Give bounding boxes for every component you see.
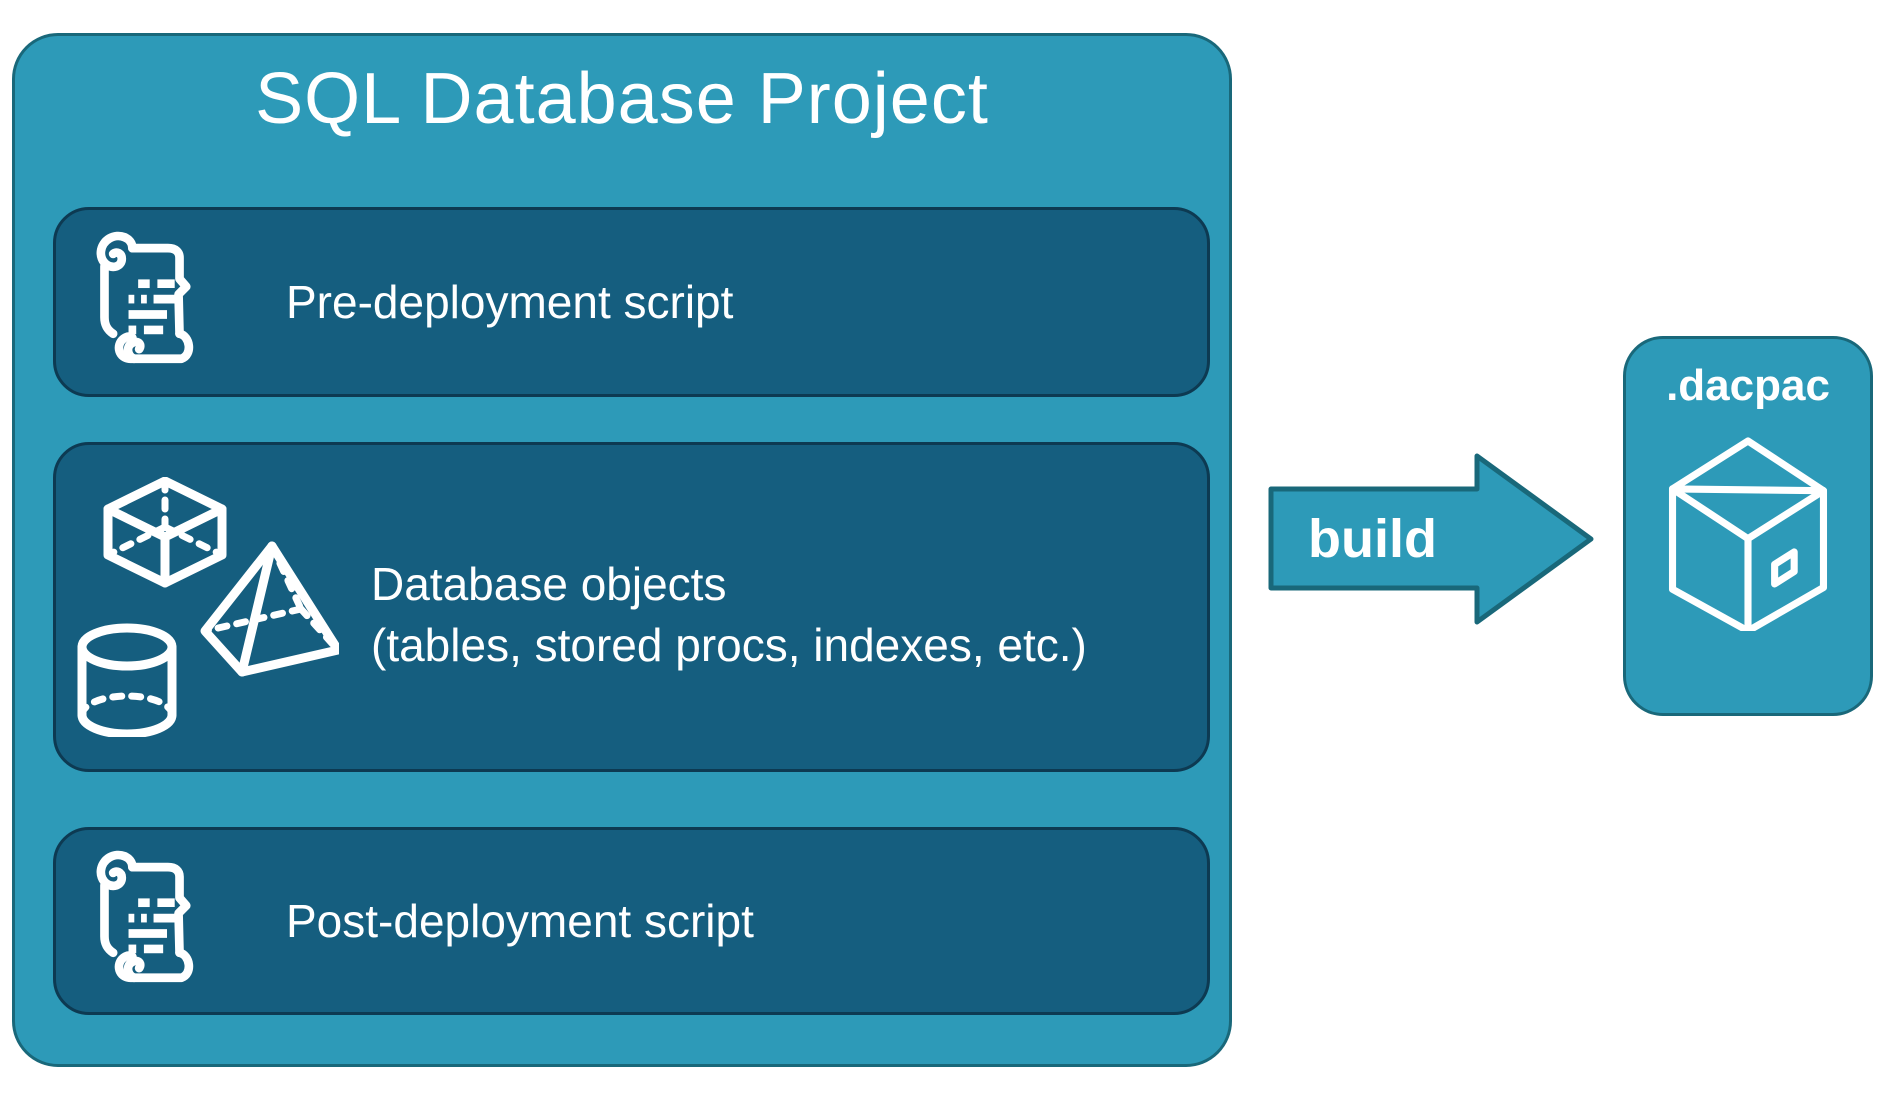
build-arrow [1268, 453, 1594, 625]
dacpac-box: .dacpac [1623, 336, 1873, 716]
scroll-icon [78, 845, 206, 997]
database-objects-label: Database objects [371, 558, 727, 611]
post-deployment-box: Post-deployment script [53, 827, 1210, 1015]
pre-deployment-box: Pre-deployment script [53, 207, 1210, 397]
post-deployment-label: Post-deployment script [286, 894, 754, 947]
database-objects-box: Database objects (tables, stored procs, … [53, 442, 1210, 772]
database-shapes-icon [77, 477, 339, 737]
database-objects-labels: Database objects (tables, stored procs, … [371, 538, 1087, 675]
dacpac-label: .dacpac [1666, 361, 1830, 410]
pre-deployment-label: Pre-deployment script [286, 275, 734, 328]
database-objects-sublabel: (tables, stored procs, indexes, etc.) [371, 619, 1087, 671]
scroll-icon [78, 226, 206, 378]
project-title: SQL Database Project [255, 59, 989, 139]
sql-database-project-container: SQL Database Project Pre-deplo [12, 33, 1232, 1067]
package-icon [1659, 425, 1837, 631]
build-arrow-label: build [1308, 508, 1437, 569]
